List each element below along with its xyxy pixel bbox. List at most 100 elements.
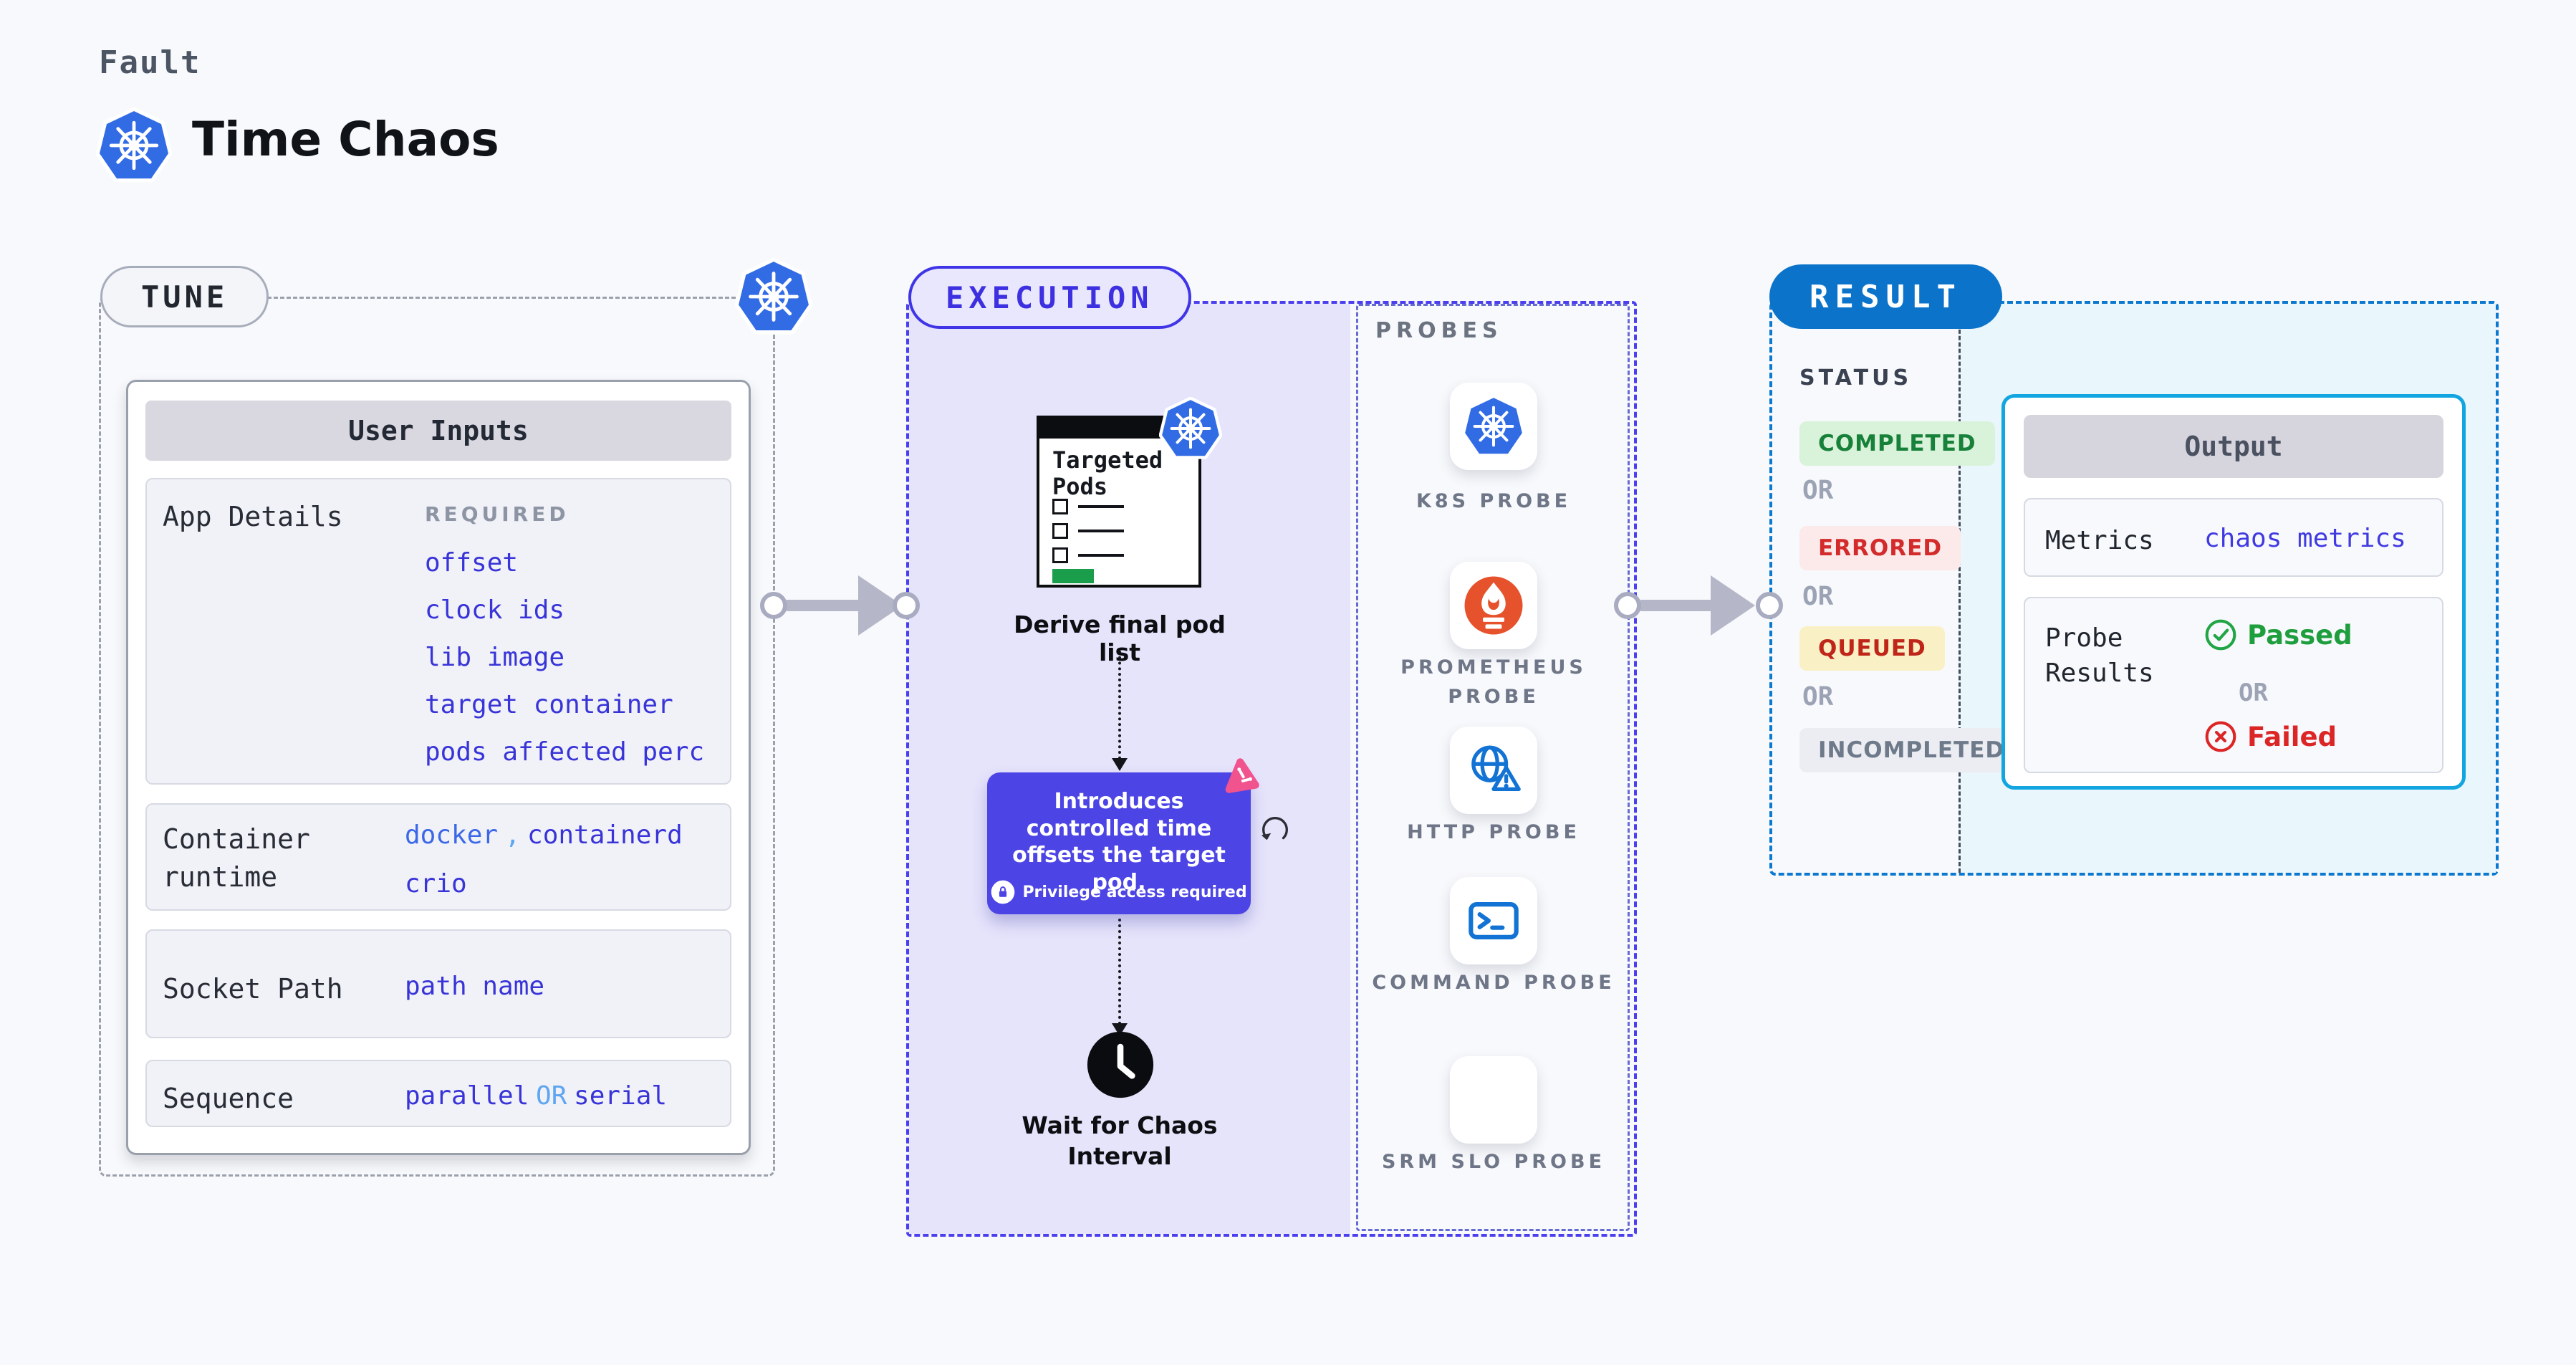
terminal-icon bbox=[1462, 889, 1525, 952]
kubernetes-icon bbox=[96, 107, 172, 183]
slo-gauge-icon bbox=[1462, 1068, 1525, 1131]
probe-label: K8S PROBE bbox=[1416, 490, 1572, 512]
status-badge-queued: QUEUED bbox=[1799, 626, 1945, 671]
probe-results-row: Probe Results Passed OR Failed bbox=[2024, 597, 2443, 773]
output-card: Output Metrics chaos metrics Probe Resul… bbox=[2001, 394, 2466, 790]
probe-tile-command bbox=[1450, 877, 1537, 964]
metrics-row: Metrics chaos metrics bbox=[2024, 498, 2443, 577]
probe-label: SRM SLO PROBE bbox=[1381, 1151, 1606, 1173]
tune-section-badge: TUNE bbox=[100, 266, 269, 327]
serial-link[interactable]: serial bbox=[574, 1081, 668, 1111]
list-line bbox=[1078, 505, 1124, 508]
globe-warning-icon bbox=[1462, 739, 1525, 802]
clock-icon bbox=[1086, 1030, 1155, 1099]
or-separator: OR bbox=[1802, 682, 1834, 712]
container-runtime-label: Container runtime bbox=[163, 823, 310, 894]
privilege-text: Privilege access required bbox=[1022, 883, 1247, 901]
repeat-icon bbox=[1258, 813, 1292, 847]
probe-tile-http bbox=[1450, 727, 1537, 814]
clock-ids-link[interactable]: clock ids bbox=[425, 595, 565, 625]
probe-tile-k8s bbox=[1450, 383, 1537, 470]
probe-label: HTTP PROBE bbox=[1407, 821, 1580, 843]
probes-title: PROBES bbox=[1375, 318, 1503, 343]
failed-result: Failed bbox=[2204, 720, 2337, 753]
status-badge-errored: ERRORED bbox=[1799, 526, 1961, 570]
tune-section-box bbox=[99, 297, 775, 1177]
status-badge-incompleted: INCOMPLETED bbox=[1799, 728, 2024, 772]
sequence-label: Sequence bbox=[163, 1083, 294, 1114]
passed-label: Passed bbox=[2247, 619, 2352, 651]
targeted-pods-card: Targeted Pods bbox=[1037, 416, 1201, 588]
check-circle-icon bbox=[2204, 618, 2237, 651]
pod-checkbox-row bbox=[1052, 523, 1124, 539]
or-separator: OR bbox=[1802, 582, 1834, 611]
or-separator: OR bbox=[1802, 476, 1834, 505]
app-details-row: App Details REQUIRED offset clock ids li… bbox=[145, 478, 731, 785]
connector-node bbox=[760, 592, 787, 619]
probes-section-box bbox=[1356, 304, 1630, 1231]
checkbox-icon bbox=[1052, 547, 1068, 563]
execution-section-badge: EXECUTION bbox=[908, 266, 1191, 329]
parallel-link[interactable]: parallel bbox=[405, 1081, 529, 1111]
failed-label: Failed bbox=[2247, 721, 2337, 752]
status-badge-completed: COMPLETED bbox=[1799, 421, 1995, 466]
privilege-note: Privilege access required bbox=[987, 880, 1251, 904]
docker-link[interactable]: docker bbox=[405, 820, 499, 850]
metrics-label: Metrics bbox=[2045, 526, 2154, 555]
chaoshub-logo-icon bbox=[1219, 754, 1264, 799]
probe-label: COMMAND PROBE bbox=[1372, 972, 1615, 994]
comma-separator: , bbox=[504, 820, 521, 850]
arrow-tune-to-execution bbox=[787, 600, 864, 611]
path-name-link[interactable]: path name bbox=[405, 972, 545, 1001]
list-line bbox=[1078, 554, 1124, 557]
list-line bbox=[1078, 530, 1124, 532]
connector-node bbox=[1756, 592, 1783, 619]
or-separator: OR bbox=[2239, 679, 2268, 707]
derive-pod-list-caption: Derive final pod list bbox=[1014, 610, 1226, 666]
container-runtime-row: Container runtime docker , containerd cr… bbox=[145, 803, 731, 911]
flow-connector bbox=[1118, 919, 1121, 1025]
probe-results-label: Probe Results bbox=[2045, 623, 2154, 688]
checkbox-icon bbox=[1052, 499, 1068, 514]
required-tag: REQUIRED bbox=[425, 502, 569, 526]
target-container-link[interactable]: target container bbox=[425, 690, 673, 719]
containerd-link[interactable]: containerd bbox=[527, 820, 683, 850]
kubernetes-icon bbox=[1462, 395, 1525, 458]
targeted-pods-title: Targeted Pods bbox=[1052, 446, 1163, 501]
kubernetes-icon bbox=[1159, 397, 1222, 460]
probe-label: PROMETHEUS PROBE bbox=[1400, 656, 1587, 708]
status-label: STATUS bbox=[1799, 365, 1913, 391]
pod-checkbox-row bbox=[1052, 547, 1124, 563]
or-separator: OR bbox=[536, 1081, 567, 1111]
user-inputs-title: User Inputs bbox=[145, 401, 731, 461]
probe-tile-srm-slo bbox=[1450, 1056, 1537, 1144]
pods-affected-perc-link[interactable]: pods affected perc bbox=[425, 737, 705, 767]
checkbox-icon bbox=[1052, 523, 1068, 539]
arrow-execution-to-result bbox=[1640, 600, 1716, 611]
probe-tile-prometheus bbox=[1450, 562, 1537, 649]
progress-bar bbox=[1052, 569, 1094, 583]
fault-description-tooltip: Introduces controlled time offsets the t… bbox=[987, 772, 1251, 914]
arrowhead-icon bbox=[1112, 758, 1128, 771]
status-output-divider bbox=[1959, 304, 1961, 873]
chaos-metrics-link[interactable]: chaos metrics bbox=[2204, 524, 2406, 553]
lib-image-link[interactable]: lib image bbox=[425, 643, 565, 672]
passed-result: Passed bbox=[2204, 618, 2352, 651]
offset-link[interactable]: offset bbox=[425, 548, 519, 578]
prometheus-icon bbox=[1462, 574, 1525, 637]
tooltip-text: Introduces controlled time offsets the t… bbox=[1012, 789, 1226, 895]
wait-interval-caption: Wait for Chaos Interval bbox=[1022, 1111, 1218, 1170]
connector-node bbox=[1614, 592, 1641, 619]
flow-connector bbox=[1118, 651, 1121, 760]
page-title: Time Chaos bbox=[192, 112, 499, 167]
fault-eyebrow: Fault bbox=[99, 44, 201, 81]
sequence-row: Sequence parallel OR serial bbox=[145, 1060, 731, 1127]
x-circle-icon bbox=[2204, 720, 2237, 753]
kubernetes-icon bbox=[735, 258, 812, 335]
pod-checkbox-row bbox=[1052, 499, 1124, 514]
lock-icon bbox=[991, 880, 1015, 904]
app-details-links: offset clock ids lib image target contai… bbox=[425, 540, 704, 776]
crio-link[interactable]: crio bbox=[405, 869, 467, 899]
socket-path-label: Socket Path bbox=[163, 973, 343, 1005]
